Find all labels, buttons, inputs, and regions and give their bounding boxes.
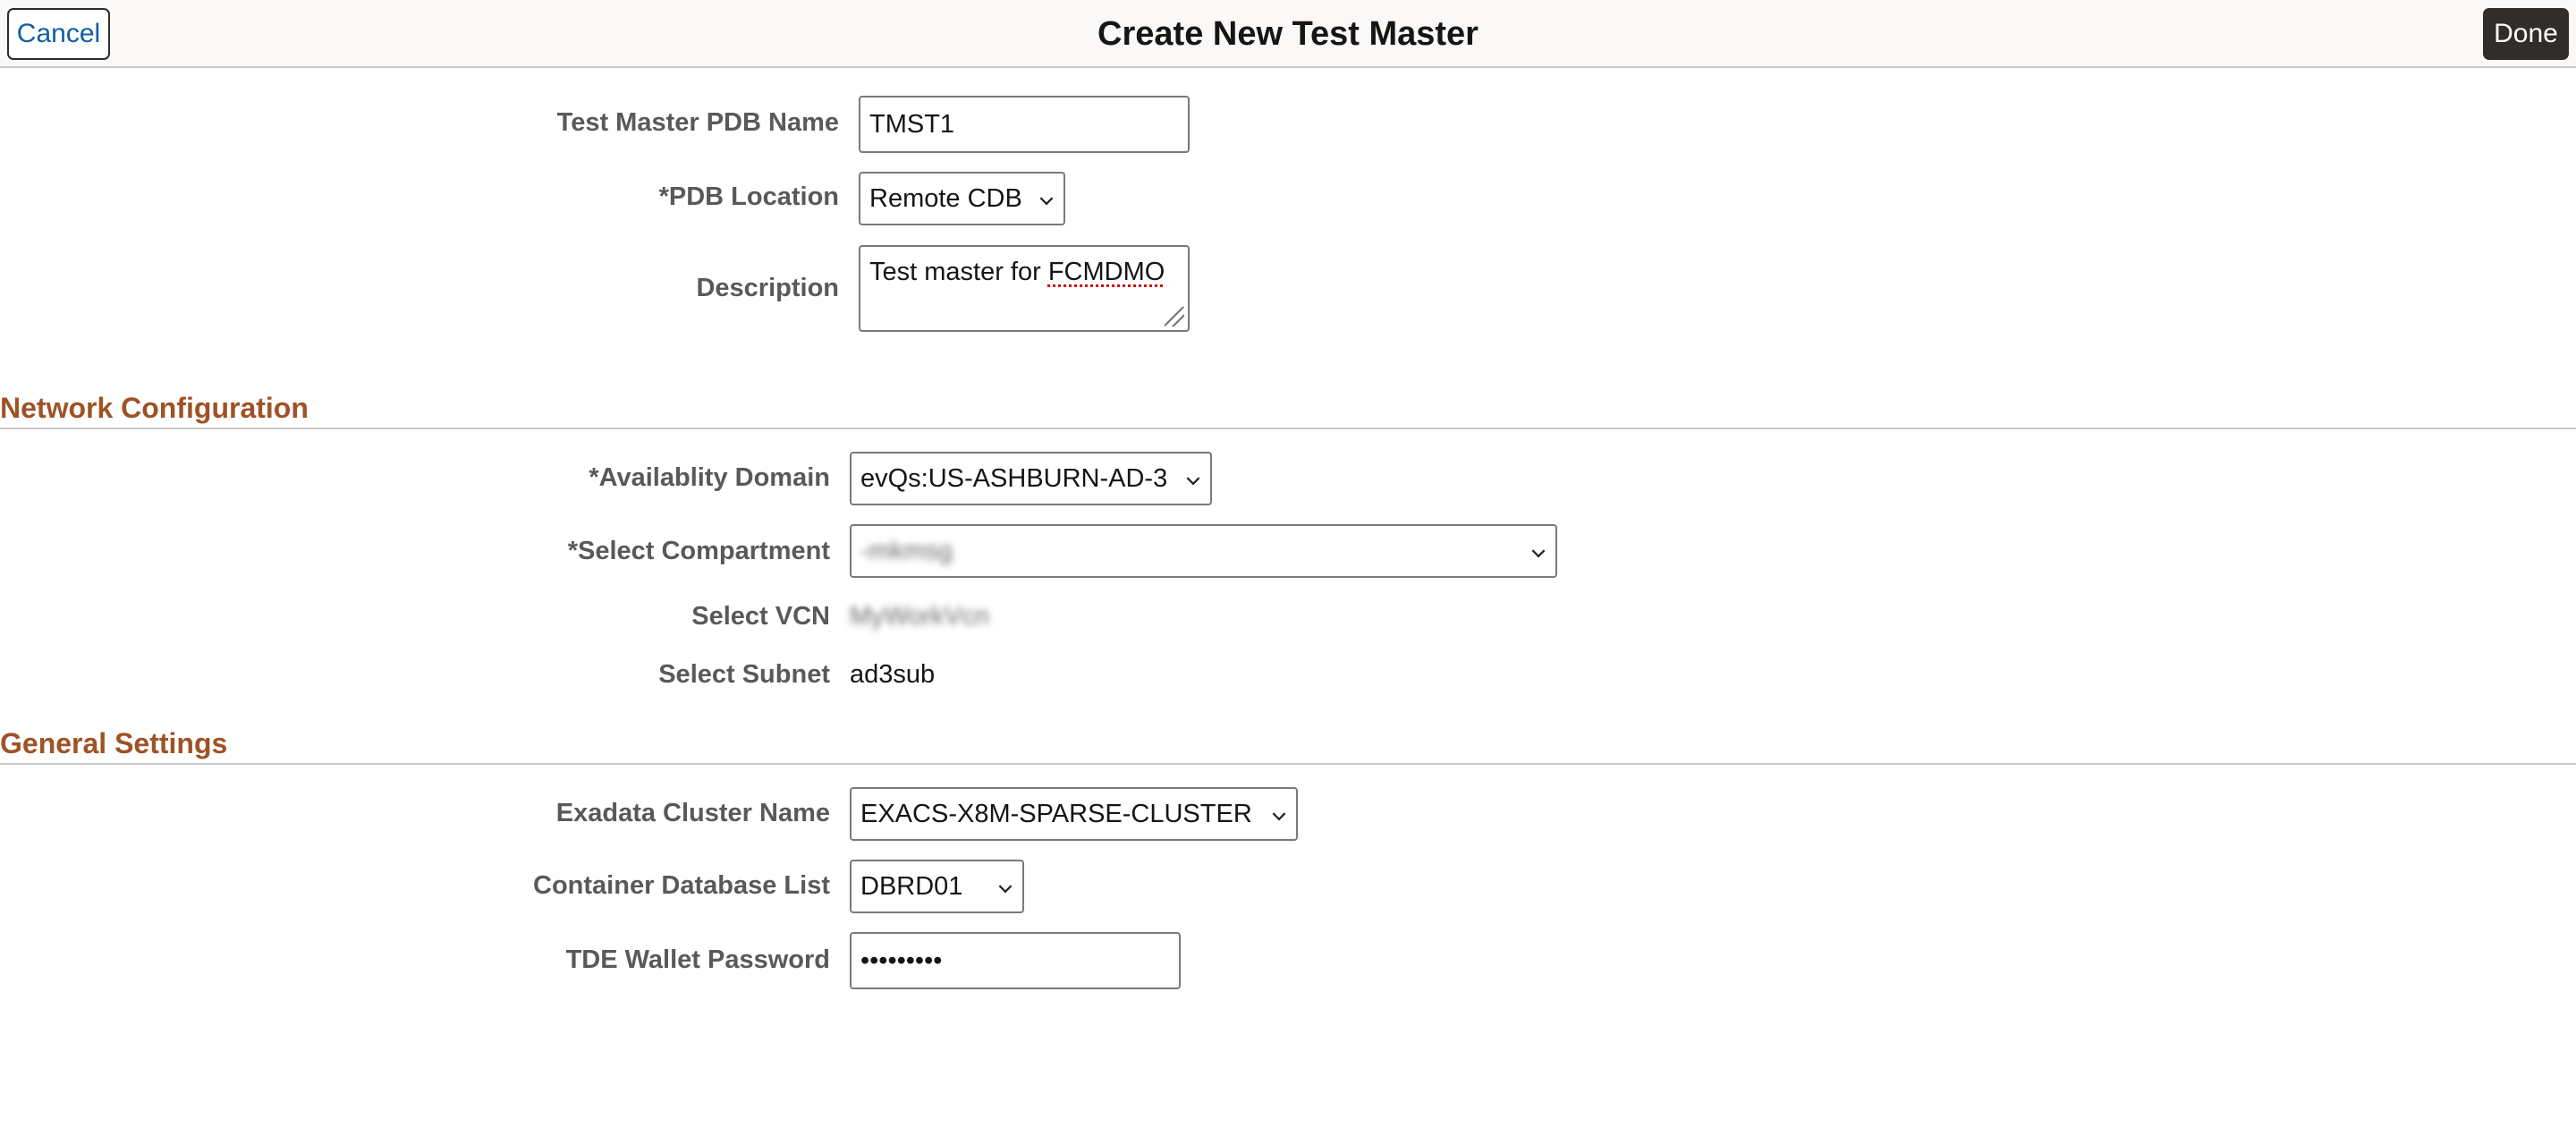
general-section-title: General Settings: [0, 727, 228, 759]
vcn-label: Select VCN: [691, 602, 830, 631]
resize-handle-icon[interactable]: [1165, 307, 1184, 326]
compartment-label: *Select Compartment: [567, 537, 830, 565]
compartment-select[interactable]: -mkmsg: [850, 524, 1557, 578]
page-header: Create New Test Master Cancel Done: [0, 0, 2576, 68]
cluster-name-select[interactable]: EXACS-X8M-SPARSE-CLUSTER: [850, 787, 1298, 841]
subnet-label: Select Subnet: [658, 660, 830, 689]
chevron-down-icon: [1039, 191, 1054, 206]
cancel-button[interactable]: Cancel: [7, 8, 110, 60]
pdb-location-label: *PDB Location: [658, 182, 839, 211]
compartment-value: -mkmsg: [860, 537, 953, 565]
pdb-name-input[interactable]: TMST1: [859, 96, 1190, 153]
pdb-name-label: Test Master PDB Name: [556, 108, 839, 137]
pdb-location-value: Remote CDB: [869, 184, 1022, 213]
pdb-location-select[interactable]: Remote CDB: [859, 172, 1065, 225]
description-textarea[interactable]: Test master for FCMDMO: [859, 245, 1190, 332]
page-title: Create New Test Master: [1097, 15, 1479, 53]
cluster-name-label: Exadata Cluster Name: [555, 799, 830, 827]
chevron-down-icon: [1272, 807, 1286, 821]
network-section-title: Network Configuration: [0, 392, 309, 424]
cdb-list-value: DBRD01: [860, 872, 963, 901]
tde-password-label: TDE Wallet Password: [565, 945, 830, 974]
availability-domain-label: *Availablity Domain: [589, 463, 830, 492]
tde-password-input[interactable]: •••••••••: [850, 932, 1181, 989]
description-label: Description: [696, 274, 839, 302]
availability-domain-value: evQs:US-ASHBURN-AD-3: [860, 464, 1168, 493]
section-divider: [0, 428, 2576, 429]
section-divider: [0, 763, 2576, 765]
cluster-name-value: EXACS-X8M-SPARSE-CLUSTER: [860, 800, 1252, 828]
done-button[interactable]: Done: [2483, 8, 2569, 60]
description-misspelled-word: FCMDMO: [1047, 258, 1165, 286]
chevron-down-icon: [998, 879, 1013, 894]
description-text: Test master for: [869, 258, 1048, 286]
chevron-down-icon: [1186, 471, 1200, 486]
cdb-list-label: Container Database List: [533, 871, 830, 900]
availability-domain-select[interactable]: evQs:US-ASHBURN-AD-3: [850, 452, 1212, 505]
chevron-down-icon: [1531, 544, 1546, 558]
subnet-value: ad3sub: [850, 660, 936, 689]
cdb-list-select[interactable]: DBRD01: [850, 860, 1024, 913]
vcn-value: MyWorkVcn: [850, 602, 989, 631]
